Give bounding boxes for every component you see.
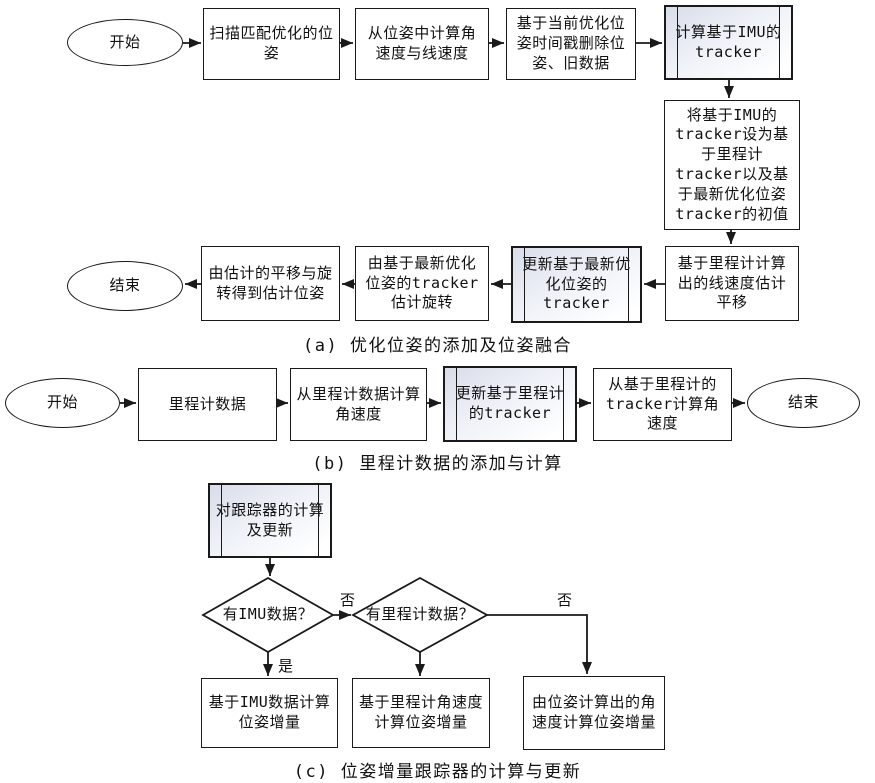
terminator-b-end: 结束	[747, 378, 860, 428]
subroutine-tracker-update: 对跟踪器的计算及更新	[208, 483, 332, 558]
caption-b: (b) 里程计数据的添加与计算	[312, 454, 563, 474]
terminator-a-start: 开始	[67, 19, 183, 66]
process-estimate-rotation: 由基于最新优化位姿的tracker估计旋转	[355, 246, 489, 321]
decision-has-odom-label: 有里程计数据？	[365, 605, 475, 624]
process-estimate-translation: 基于里程计计算出的线速度估计平移	[665, 246, 799, 321]
process-compute-velocity: 从位姿中计算角速度与线速度	[355, 8, 489, 80]
terminator-b-start: 开始	[5, 378, 120, 428]
process-pose-velocity-increment: 由位姿计算出的角速度计算位姿增量	[523, 676, 665, 750]
flow-arrow	[487, 614, 592, 674]
branch-label-no-imu: 否	[340, 591, 356, 609]
decision-has-imu-label: 有IMU数据？	[222, 605, 314, 624]
branch-label-no-odom: 否	[557, 591, 573, 609]
process-odom-data: 里程计数据	[138, 368, 277, 441]
process-odom-pose-increment: 基于里程计角速度计算位姿增量	[352, 678, 490, 748]
process-estimate-pose: 由估计的平移与旋转得到估计位姿	[201, 246, 340, 321]
branch-label-yes: 是	[278, 657, 294, 675]
process-delete-old-data: 基于当前优化位姿时间戳删除位姿、旧数据	[506, 8, 636, 80]
subroutine-compute-imu-tracker: 计算基于IMU的tracker	[664, 5, 793, 80]
process-compute-from-tracker: 从基于里程计的tracker计算角速度	[593, 368, 732, 441]
caption-c: (c) 位姿增量跟踪器的计算与更新	[293, 762, 582, 782]
process-set-tracker-initial: 将基于IMU的tracker设为基于里程计tracker以及基于最新优化位姿tr…	[664, 100, 800, 230]
process-scan-match: 扫描匹配优化的位姿	[203, 8, 340, 80]
process-imu-pose-increment: 基于IMU数据计算位姿增量	[201, 678, 338, 748]
caption-a: (a) 优化位姿的添加及位姿融合	[303, 336, 572, 356]
terminator-a-end: 结束	[67, 261, 183, 311]
subroutine-update-odom-tracker: 更新基于里程计的tracker	[443, 366, 577, 442]
process-compute-angular-velocity: 从里程计数据计算角速度	[290, 368, 427, 441]
subroutine-update-optimized-tracker: 更新基于最新优化位姿的tracker	[511, 246, 642, 323]
